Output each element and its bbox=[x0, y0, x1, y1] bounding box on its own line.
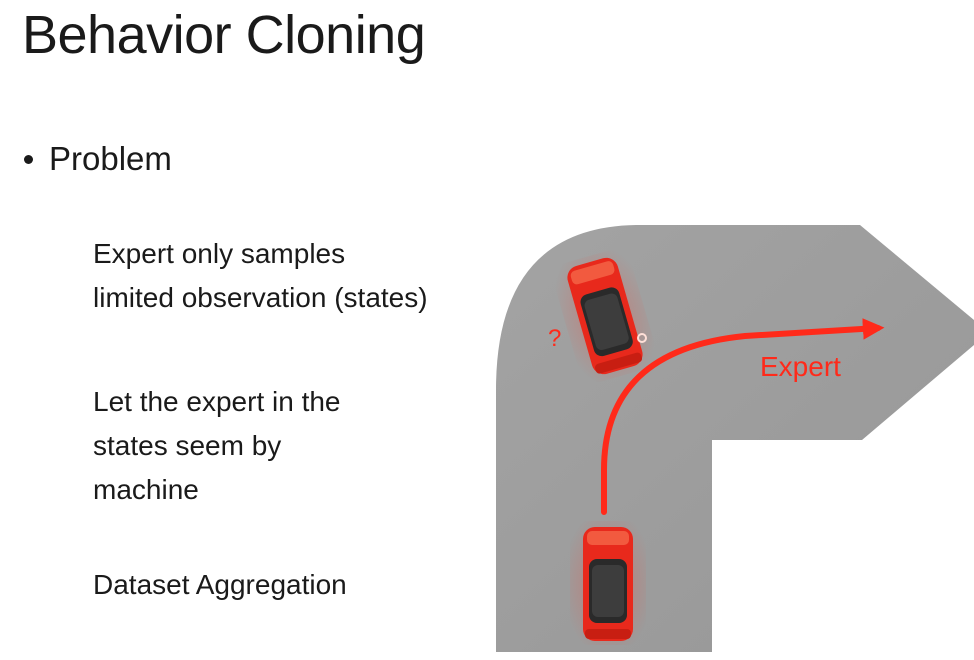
bullet-dot-icon bbox=[24, 154, 33, 164]
expert-car-icon bbox=[570, 521, 646, 645]
sub-point-line: machine bbox=[93, 474, 199, 505]
expert-path-label: Expert bbox=[760, 351, 841, 382]
bullet-problem: Problem bbox=[24, 140, 172, 178]
bullet-label: Problem bbox=[49, 140, 172, 177]
off-track-car-icon bbox=[553, 249, 657, 383]
sub-point-dataset-aggregation: Dataset Aggregation bbox=[93, 563, 347, 607]
sub-point-limited-observation: Expert only samples limited observation … bbox=[93, 232, 428, 320]
expert-trajectory bbox=[601, 318, 885, 515]
sub-point-line: Let the expert in the bbox=[93, 386, 341, 417]
sub-point-line: Expert only samples bbox=[93, 238, 346, 269]
sub-point-line: Dataset Aggregation bbox=[93, 569, 347, 600]
sub-point-expert-in-states: Let the expert in the states seem by mac… bbox=[93, 380, 341, 512]
sub-point-line: limited observation (states) bbox=[93, 282, 428, 313]
sub-point-line: states seem by bbox=[93, 430, 282, 461]
question-mark-label: ? bbox=[548, 325, 561, 352]
slide-title: Behavior Cloning bbox=[22, 5, 426, 65]
sensor-dot-icon bbox=[637, 333, 647, 343]
